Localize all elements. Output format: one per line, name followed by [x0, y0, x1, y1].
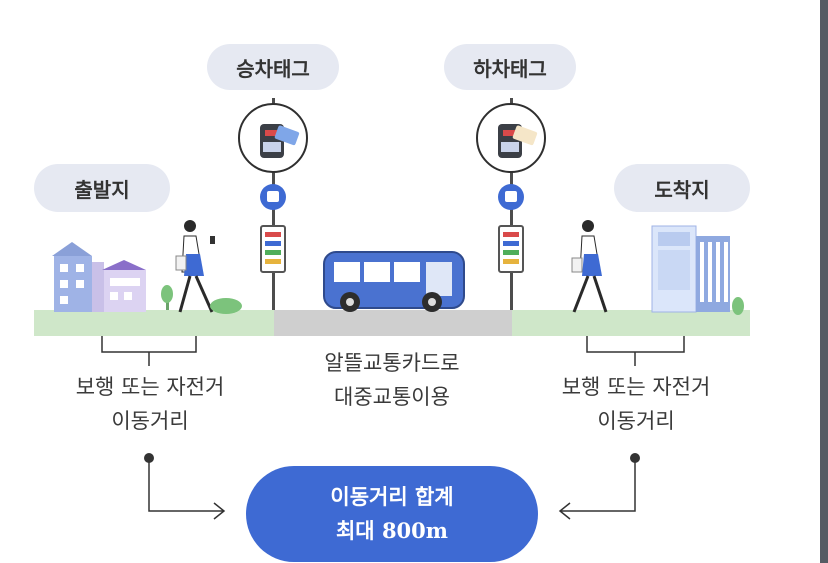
- road: [274, 310, 512, 336]
- bus-stop-right: [476, 98, 546, 310]
- ground-right: [512, 310, 750, 336]
- left-caption-line1: 보행 또는 자전거: [75, 375, 225, 399]
- board-tag-label: 승차태그: [207, 44, 339, 90]
- destination-buildings-icon: [651, 225, 730, 313]
- center-caption-line2: 대중교통이용: [334, 385, 450, 409]
- center-caption: 알뜰교통카드로 대중교통이용: [282, 346, 502, 414]
- left-caption: 보행 또는 자전거 이동거리: [34, 370, 266, 438]
- walking-person-right-icon: [571, 220, 608, 313]
- destination-label: 도착지: [614, 164, 750, 212]
- ground-left: [34, 310, 274, 336]
- right-caption-line1: 보행 또는 자전거: [561, 375, 711, 399]
- right-bracket: [586, 336, 685, 366]
- bush-icon: [210, 298, 242, 314]
- total-title: 이동거리 합계: [330, 485, 454, 509]
- right-caption: 보행 또는 자전거 이동거리: [520, 370, 752, 438]
- tree-icon: [161, 285, 173, 310]
- total-distance-value: 800m: [381, 518, 448, 543]
- total-prefix: 최대: [335, 519, 382, 543]
- right-arrow-icon: [558, 458, 636, 520]
- left-caption-line2: 이동거리: [111, 409, 189, 433]
- left-bracket: [101, 336, 197, 366]
- total-distance: 최대 800m: [336, 514, 448, 548]
- scrollbar[interactable]: [820, 0, 828, 563]
- bus-stop-left: [238, 98, 308, 310]
- total-distance-badge: 이동거리 합계 최대 800m: [246, 466, 538, 562]
- right-caption-line2: 이동거리: [597, 409, 675, 433]
- origin-buildings-icon: [52, 242, 146, 312]
- bus-icon: [323, 251, 465, 312]
- center-caption-line1: 알뜰교통카드로: [324, 351, 460, 375]
- origin-label: 출발지: [34, 164, 170, 212]
- walking-person-icon: [175, 220, 215, 313]
- alight-tag-label: 하차태그: [444, 44, 576, 90]
- left-arrow-icon: [148, 458, 226, 520]
- plant-icon: [732, 297, 744, 315]
